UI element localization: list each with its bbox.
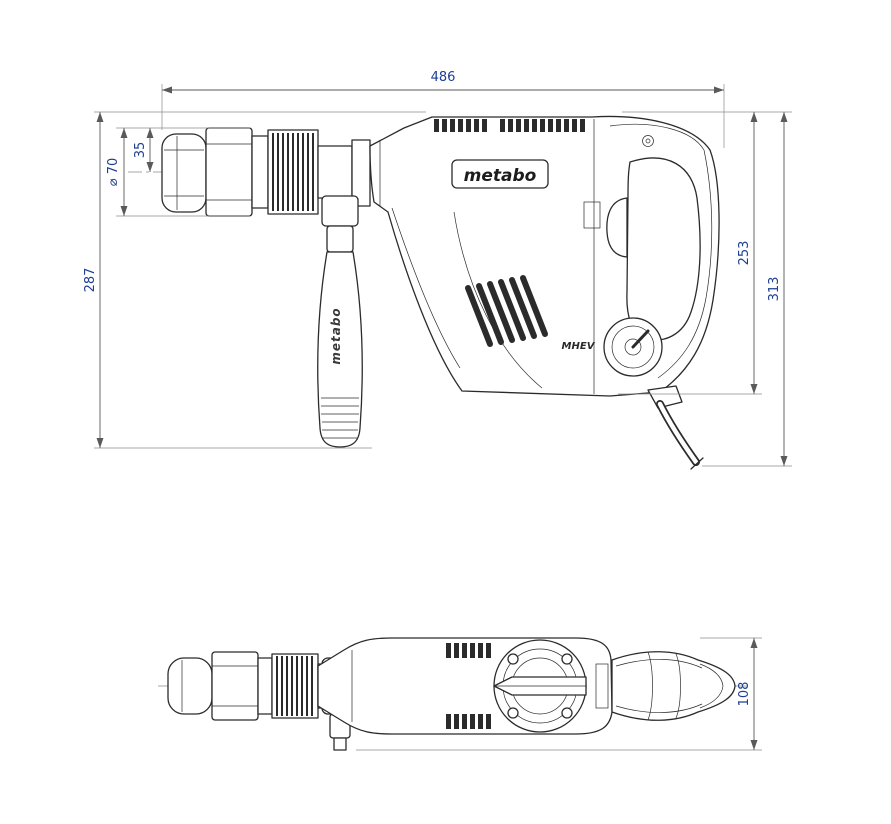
power-cord — [647, 385, 704, 470]
grip-brand-text: metabo — [329, 307, 343, 364]
dim-253-label: 253 — [737, 241, 752, 266]
brand-plate: metabo — [451, 159, 549, 189]
side-handle: metabo — [317, 195, 363, 448]
dimensions: 486 287 ⌀ 70 35 — [83, 70, 792, 751]
top-view — [158, 637, 748, 751]
model-marking-text: MHEV — [562, 341, 596, 352]
brand-logo-text: metabo — [464, 166, 537, 186]
trigger — [606, 197, 628, 258]
dim-486-label: 486 — [431, 70, 456, 85]
chuck-side — [161, 127, 371, 217]
dim-height-outer: 313 — [702, 112, 792, 467]
rear-handle — [606, 157, 701, 341]
dim-chuck-diameter: ⌀ 70 — [106, 127, 250, 217]
dim-height-left: 287 — [83, 111, 426, 449]
mode-dial — [603, 317, 663, 377]
side-vents — [465, 275, 548, 347]
side-view: metabo — [128, 115, 720, 470]
dim-overall-length: 486 — [161, 70, 725, 148]
dim-313-label: 313 — [767, 277, 782, 302]
dim-70-label: ⌀ 70 — [106, 158, 121, 187]
dim-top-view-width: 108 — [356, 637, 762, 751]
dim-height-inner: 253 — [618, 111, 792, 395]
dim-35-label: 35 — [133, 142, 148, 159]
mechanism-circle-top — [493, 639, 587, 733]
dim-287-label: 287 — [83, 268, 98, 293]
top-vents — [434, 119, 585, 132]
dim-axis-offset: 35 — [133, 128, 154, 172]
rear-handle-top — [611, 651, 736, 721]
dim-108-label: 108 — [737, 682, 752, 707]
